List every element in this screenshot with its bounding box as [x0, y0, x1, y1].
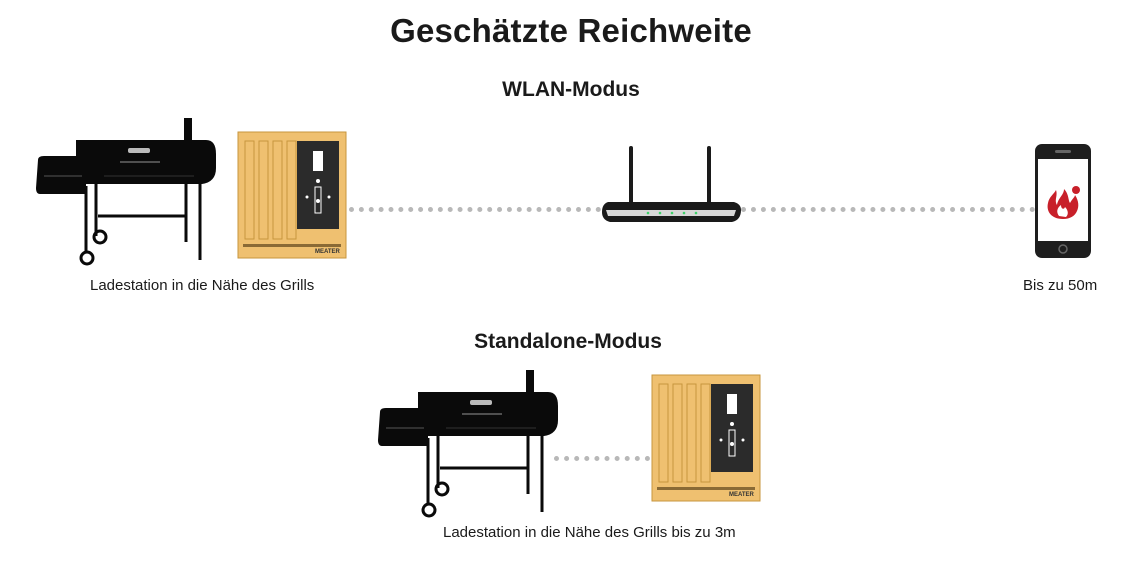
smartphone-icon [1034, 143, 1092, 259]
standalone-caption: Ladestation in die Nähe des Grills bis z… [443, 524, 736, 541]
grill-icon [376, 368, 558, 520]
block-brand-label: MEATER [729, 492, 754, 498]
router-icon [600, 142, 742, 224]
standalone-connector [554, 456, 650, 461]
wlan-connector-left [349, 207, 601, 212]
meater-app-icon [1042, 183, 1084, 221]
wlan-caption-right: Bis zu 50m [1023, 277, 1098, 294]
block-brand-label: MEATER [315, 249, 340, 255]
standalone-mode-heading: Standalone-Modus [474, 330, 662, 353]
meater-block-icon: MEATER [237, 131, 347, 259]
grill-icon [34, 116, 216, 268]
meater-block-icon: MEATER [651, 374, 761, 502]
wlan-connector-right [741, 207, 1035, 212]
wlan-mode-heading: WLAN-Modus [502, 78, 640, 101]
diagram-title: Geschätzte Reichweite [390, 12, 752, 49]
wlan-caption-left: Ladestation in die Nähe des Grills [90, 277, 315, 294]
